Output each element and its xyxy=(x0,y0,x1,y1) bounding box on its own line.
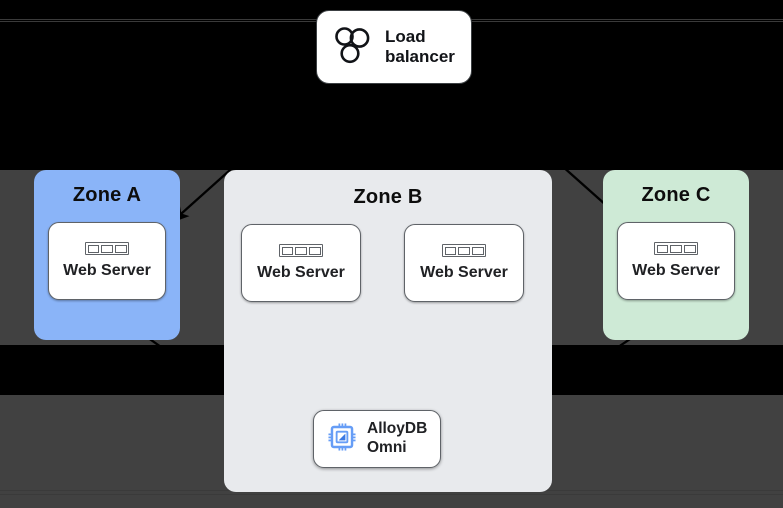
server-rack-icon xyxy=(85,242,129,255)
zone-b-web-server-1-card[interactable]: Web Server xyxy=(241,224,361,302)
background-hairline-4 xyxy=(0,494,783,495)
zone-b-web-server-1-label: Web Server xyxy=(257,264,345,281)
alloydb-omni-label-line2: Omni xyxy=(367,439,407,456)
zone-c-web-server-card[interactable]: Web Server xyxy=(617,222,735,300)
zone-a-web-server-card[interactable]: Web Server xyxy=(48,222,166,300)
server-rack-icon xyxy=(654,242,698,255)
alloydb-omni-label: AlloyDB Omni xyxy=(367,420,427,458)
zone-b-label: Zone B xyxy=(353,186,423,208)
zone-a-container[interactable]: Zone A Web Server xyxy=(34,170,180,340)
server-rack-icon xyxy=(442,244,486,257)
zone-c-label: Zone C xyxy=(641,184,711,206)
load-balancer-label-line1: Load xyxy=(385,26,426,46)
alloydb-omni-label-line1: AlloyDB xyxy=(367,420,428,438)
server-rack-icon xyxy=(279,244,323,257)
zone-b-container[interactable]: Zone B Web Server Web Server xyxy=(224,170,552,492)
load-balancer-label-line2: balancer xyxy=(385,47,455,66)
zone-c-web-server-label: Web Server xyxy=(632,262,720,279)
zone-a-web-server-label: Web Server xyxy=(63,262,151,279)
zone-b-web-server-2-label: Web Server xyxy=(420,264,508,281)
three-circles-icon xyxy=(333,25,373,70)
load-balancer-node[interactable]: Load balancer xyxy=(316,10,472,84)
zone-b-web-server-2-card[interactable]: Web Server xyxy=(404,224,524,302)
cpu-chip-icon xyxy=(328,422,356,456)
alloydb-omni-node[interactable]: AlloyDB Omni xyxy=(313,410,441,468)
zone-c-container[interactable]: Zone C Web Server xyxy=(603,170,749,340)
load-balancer-label: Load balancer xyxy=(385,27,455,68)
zone-a-label: Zone A xyxy=(72,184,142,206)
